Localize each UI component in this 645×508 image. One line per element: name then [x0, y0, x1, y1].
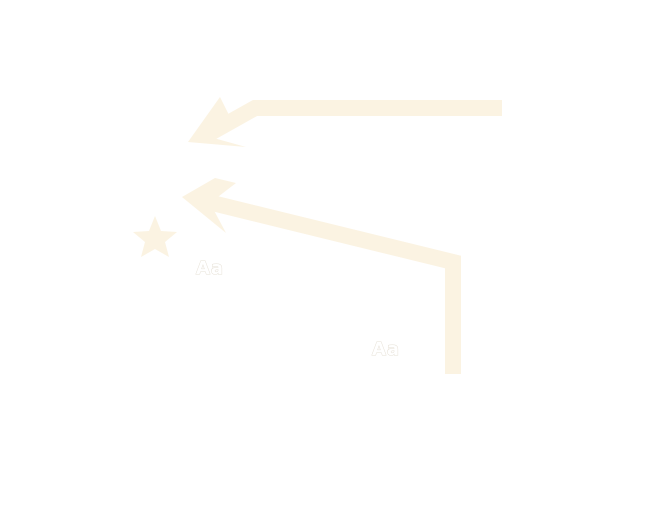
route-arrow-lower: [182, 178, 461, 374]
star-icon: [133, 216, 177, 257]
map-label-1: Aa: [196, 258, 224, 279]
map-label-2: Aa: [372, 339, 400, 360]
route-line-lower: [198, 192, 461, 374]
arrowhead-lower: [182, 178, 236, 233]
arrowhead-upper: [188, 97, 246, 147]
route-line-upper: [201, 100, 502, 143]
route-arrow-upper: [188, 97, 502, 147]
